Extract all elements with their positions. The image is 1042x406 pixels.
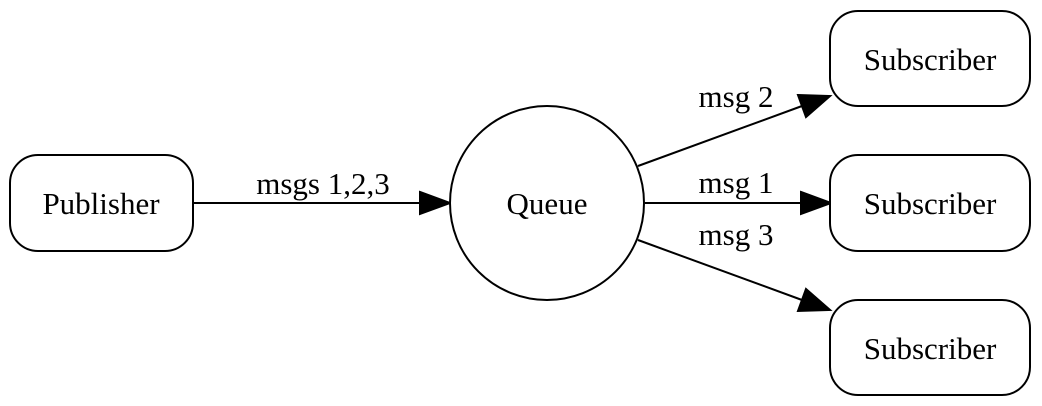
node-queue: Queue [449, 105, 645, 301]
node-box [829, 10, 1031, 107]
node-circle [449, 105, 645, 301]
node-box [9, 154, 194, 252]
edge-publisher-to-queue: msgs 1,2,3 [193, 166, 453, 216]
edge-line [637, 105, 803, 167]
arrow-head [800, 190, 834, 216]
node-subscriber-middle: Subscriber [829, 154, 1031, 252]
arrow-head [419, 190, 453, 216]
edge-queue-to-subscriber-middle: msg 1 [645, 165, 834, 216]
edge-line [637, 239, 803, 301]
node-label-queue: Queue [507, 186, 588, 221]
node-subscriber-bottom: Subscriber [829, 299, 1031, 396]
node-subscriber-top: Subscriber [829, 10, 1031, 107]
node-label-publisher: Publisher [42, 186, 160, 221]
edge-label-queue-to-subscriber-bottom: msg 3 [699, 217, 774, 252]
node-label-subscriber-top: Subscriber [864, 42, 997, 77]
node-publisher: Publisher [9, 154, 194, 252]
node-label-subscriber-bottom: Subscriber [864, 331, 997, 366]
node-box [829, 154, 1031, 252]
edge-label-publisher-to-queue: msgs 1,2,3 [256, 166, 390, 201]
arrow-head [796, 93, 833, 119]
edge-queue-to-subscriber-bottom: msg 3 [637, 217, 833, 313]
node-box [829, 299, 1031, 396]
node-label-subscriber-middle: Subscriber [864, 186, 997, 221]
edge-queue-to-subscriber-top: msg 2 [637, 79, 833, 167]
arrow-head [796, 287, 833, 313]
edge-label-queue-to-subscriber-top: msg 2 [699, 79, 774, 114]
edge-label-queue-to-subscriber-middle: msg 1 [699, 165, 774, 200]
